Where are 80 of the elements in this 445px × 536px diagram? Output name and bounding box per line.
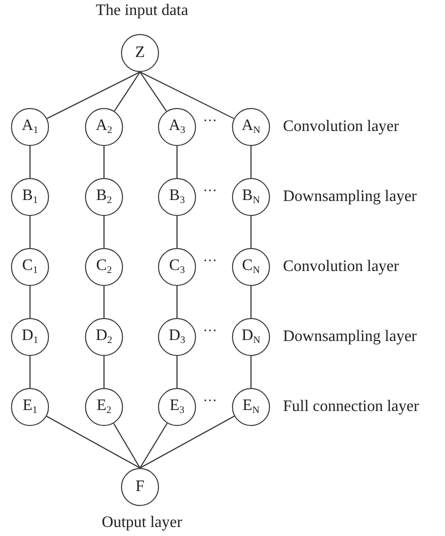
node-label: F (136, 479, 144, 495)
neuron-circle (11, 318, 49, 356)
connector-line (250, 216, 252, 248)
neuron-circle (85, 248, 123, 286)
connector-line (250, 146, 252, 178)
neuron-circle (85, 388, 123, 426)
neuron-circle (121, 468, 159, 506)
neuron-circle (85, 178, 123, 216)
connector-line (103, 146, 105, 178)
connector-line (176, 286, 178, 318)
connector-line (113, 423, 140, 468)
connector-line (103, 356, 105, 388)
connector-line (46, 72, 140, 119)
layer-label: Convolution layer (283, 259, 399, 275)
connector-line (46, 416, 140, 468)
node-label: D$_{1}$ (22, 328, 38, 346)
node-label: D$_{N}$ (242, 328, 260, 346)
node-label: C$_{3}$ (169, 258, 185, 276)
connector-line (250, 286, 252, 318)
connector-line (176, 356, 178, 388)
node-label: E$_{2}$ (96, 398, 112, 416)
node-label: C$_{2}$ (96, 258, 112, 276)
connector-line (29, 146, 31, 178)
neuron-circle (158, 318, 196, 356)
node-label: E$_{N}$ (242, 398, 260, 416)
neuron-circle (11, 108, 49, 146)
node-label: E$_{3}$ (170, 398, 184, 416)
connector-line (103, 286, 105, 318)
node-label: D$_{3}$ (168, 328, 186, 346)
node-label: B$_{3}$ (169, 188, 185, 206)
connector-line (140, 72, 234, 120)
neuron-circle (232, 248, 270, 286)
neuron-circle (11, 248, 49, 286)
connector-line (176, 216, 178, 248)
connector-line (250, 356, 252, 388)
neuron-circle (232, 318, 270, 356)
neuron-circle (232, 108, 270, 146)
neuron-circle (158, 108, 196, 146)
node-label: D$_{2}$ (96, 328, 112, 346)
ellipsis: ··· (203, 255, 217, 269)
ellipsis: ··· (203, 115, 217, 129)
node-label: A$_{2}$ (96, 118, 112, 136)
neuron-circle (232, 388, 270, 426)
node-label: B$_{2}$ (96, 188, 112, 206)
node-label: E$_{1}$ (22, 398, 38, 416)
neuron-circle (158, 388, 196, 426)
node-label: A$_{3}$ (168, 118, 186, 136)
neuron-circle (158, 178, 196, 216)
node-label: A$_{N}$ (242, 118, 260, 136)
layer-label: Convolution layer (283, 119, 399, 135)
layer-caption: The input data (96, 3, 188, 19)
node-label: Z (135, 45, 145, 61)
connector-line (29, 286, 31, 318)
neuron-circle (121, 34, 159, 72)
layer-label: Downsampling layer (283, 329, 417, 345)
ellipsis: ··· (203, 185, 217, 199)
connector-line (29, 356, 31, 388)
neuron-circle (85, 318, 123, 356)
neuron-circle (158, 248, 196, 286)
neuron-circle (232, 178, 270, 216)
neuron-circle (11, 388, 49, 426)
node-label: C$_{1}$ (22, 258, 38, 276)
node-label: A$_{1}$ (22, 118, 38, 136)
connector-line (176, 146, 178, 178)
connector-line (140, 416, 235, 468)
layer-caption: Output layer (102, 515, 182, 531)
layer-label: Full connection layer (283, 399, 419, 415)
neuron-circle (11, 178, 49, 216)
connector-line (140, 422, 168, 468)
node-label: B$_{1}$ (22, 188, 38, 206)
neuron-circle (85, 108, 123, 146)
connector-line (29, 216, 31, 248)
ellipsis: ··· (203, 325, 217, 339)
ellipsis: ··· (203, 395, 217, 409)
connector-line (140, 72, 167, 112)
connector-line (103, 216, 105, 248)
node-label: B$_{N}$ (242, 188, 260, 206)
connector-line (114, 72, 140, 112)
layer-label: Downsampling layer (283, 189, 417, 205)
node-label: C$_{N}$ (242, 258, 260, 276)
